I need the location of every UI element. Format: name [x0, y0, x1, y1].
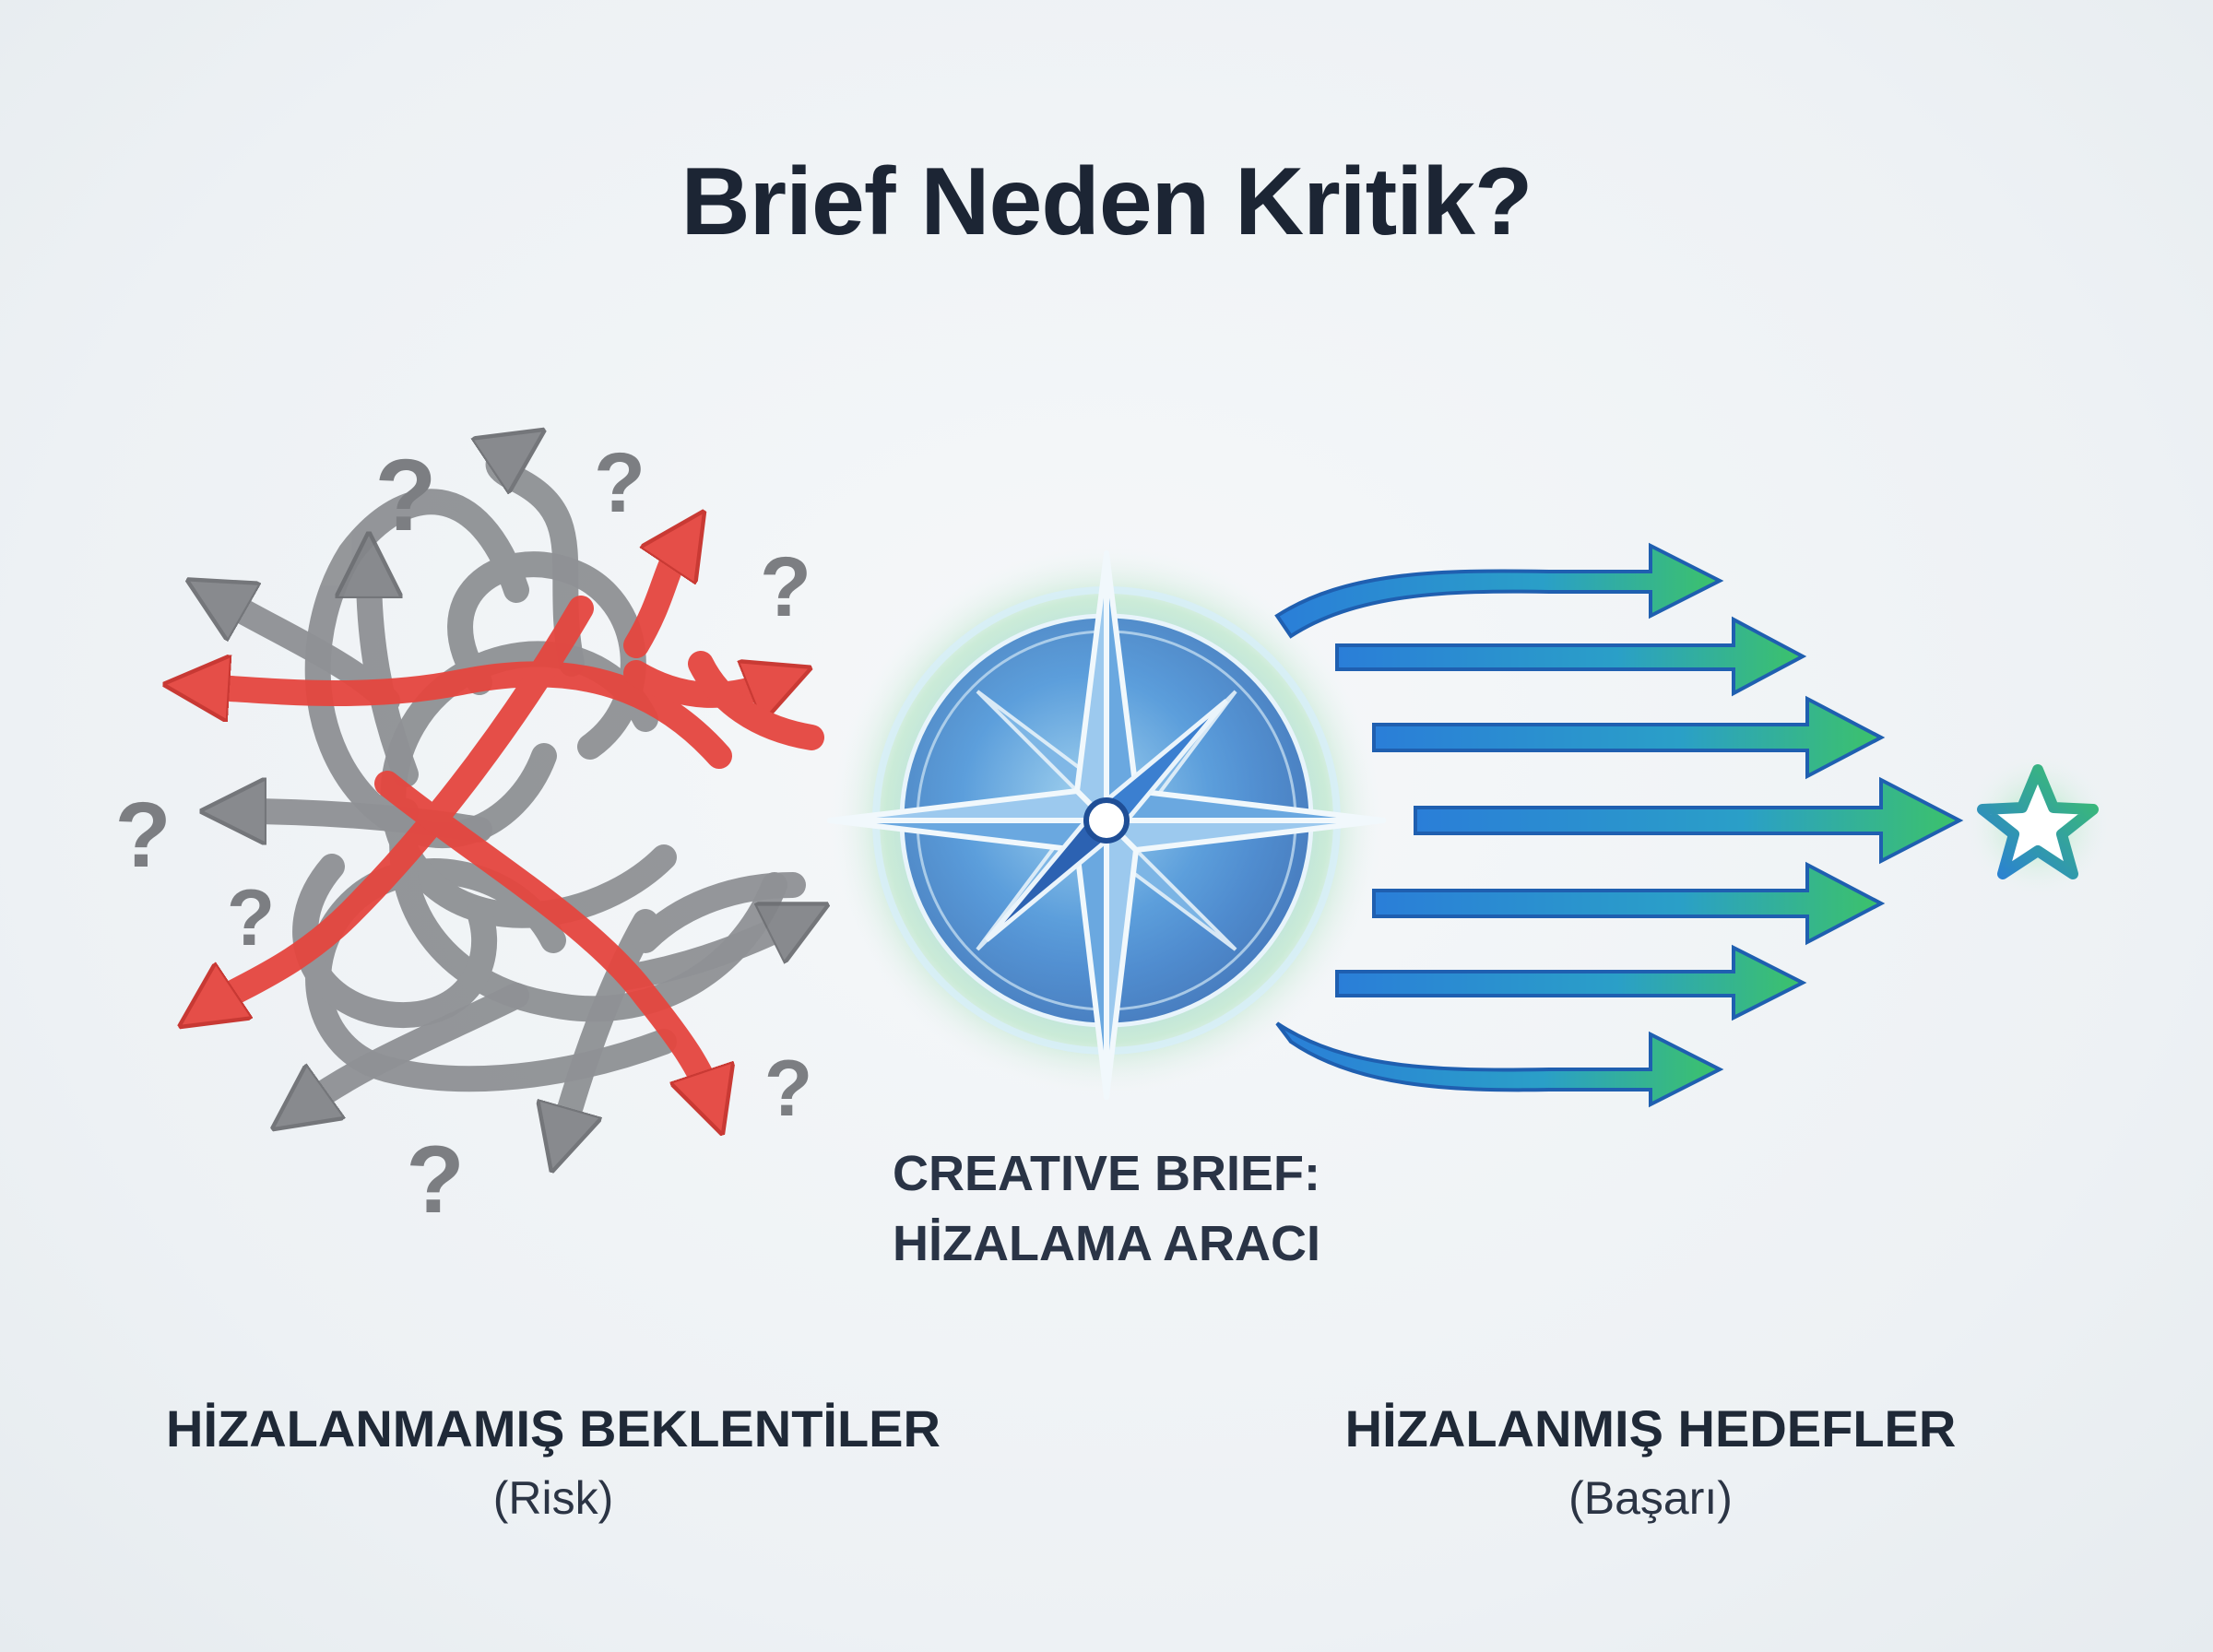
question-icon: ?	[764, 1044, 813, 1133]
gray-arrow	[292, 854, 497, 1029]
blue-arrow	[1335, 616, 1807, 697]
blue-arrow	[1372, 861, 1886, 946]
question-icon: ?	[594, 436, 645, 530]
red-arrow	[203, 674, 732, 769]
blue-arrow	[1275, 1021, 1724, 1108]
red-arrow	[623, 544, 682, 658]
gray-arrow	[499, 452, 585, 677]
right-label: HİZALANMIŞ HEDEFLER (Başarı)	[1236, 1392, 2065, 1530]
gray-arrow	[614, 922, 793, 990]
question-icon: ?	[760, 540, 811, 634]
left-label-title: HİZALANMAMIŞ BEKLENTİLER	[166, 1399, 941, 1457]
gray-arrow	[633, 872, 806, 953]
blue-arrow	[1372, 695, 1886, 780]
right-label-title: HİZALANMIŞ HEDEFLER	[1344, 1399, 1957, 1457]
red-arrow	[688, 651, 824, 750]
gray-arrow	[562, 909, 658, 1134]
question-icon: ?	[406, 1127, 465, 1233]
center-label-line1: CREATIVE BRIEF:	[892, 1146, 1320, 1201]
tangled-arrows	[203, 452, 811, 1134]
left-label: HİZALANMAMIŞ BEKLENTİLER (Risk)	[138, 1392, 968, 1530]
aligned-arrows	[1274, 542, 1964, 1108]
gray-arrow	[369, 572, 419, 787]
blue-arrow	[1274, 542, 1724, 639]
right-label-sub: (Başarı)	[1568, 1472, 1733, 1524]
red-arrow	[374, 771, 710, 1097]
gray-arrow	[304, 983, 529, 1106]
blue-arrow	[1335, 944, 1807, 1021]
question-icon: ?	[374, 439, 436, 552]
question-icon: ?	[114, 784, 171, 887]
center-label-line2: HİZALAMA ARACI	[893, 1216, 1320, 1271]
center-label: CREATIVE BRIEF: HİZALAMA ARACI	[830, 1139, 1383, 1279]
compass-icon	[827, 544, 1386, 1100]
gray-arrow	[305, 858, 677, 1092]
question-marks: ? ? ? ? ? ? ?	[114, 436, 812, 1233]
red-arrow	[212, 596, 594, 1005]
page-title: Brief Neden Kritik?	[680, 148, 1533, 255]
red-arrow	[623, 673, 775, 695]
star-icon	[1964, 751, 2112, 899]
left-label-sub: (Risk)	[492, 1472, 614, 1524]
blue-arrow	[1414, 776, 1964, 865]
question-icon: ?	[227, 874, 276, 962]
